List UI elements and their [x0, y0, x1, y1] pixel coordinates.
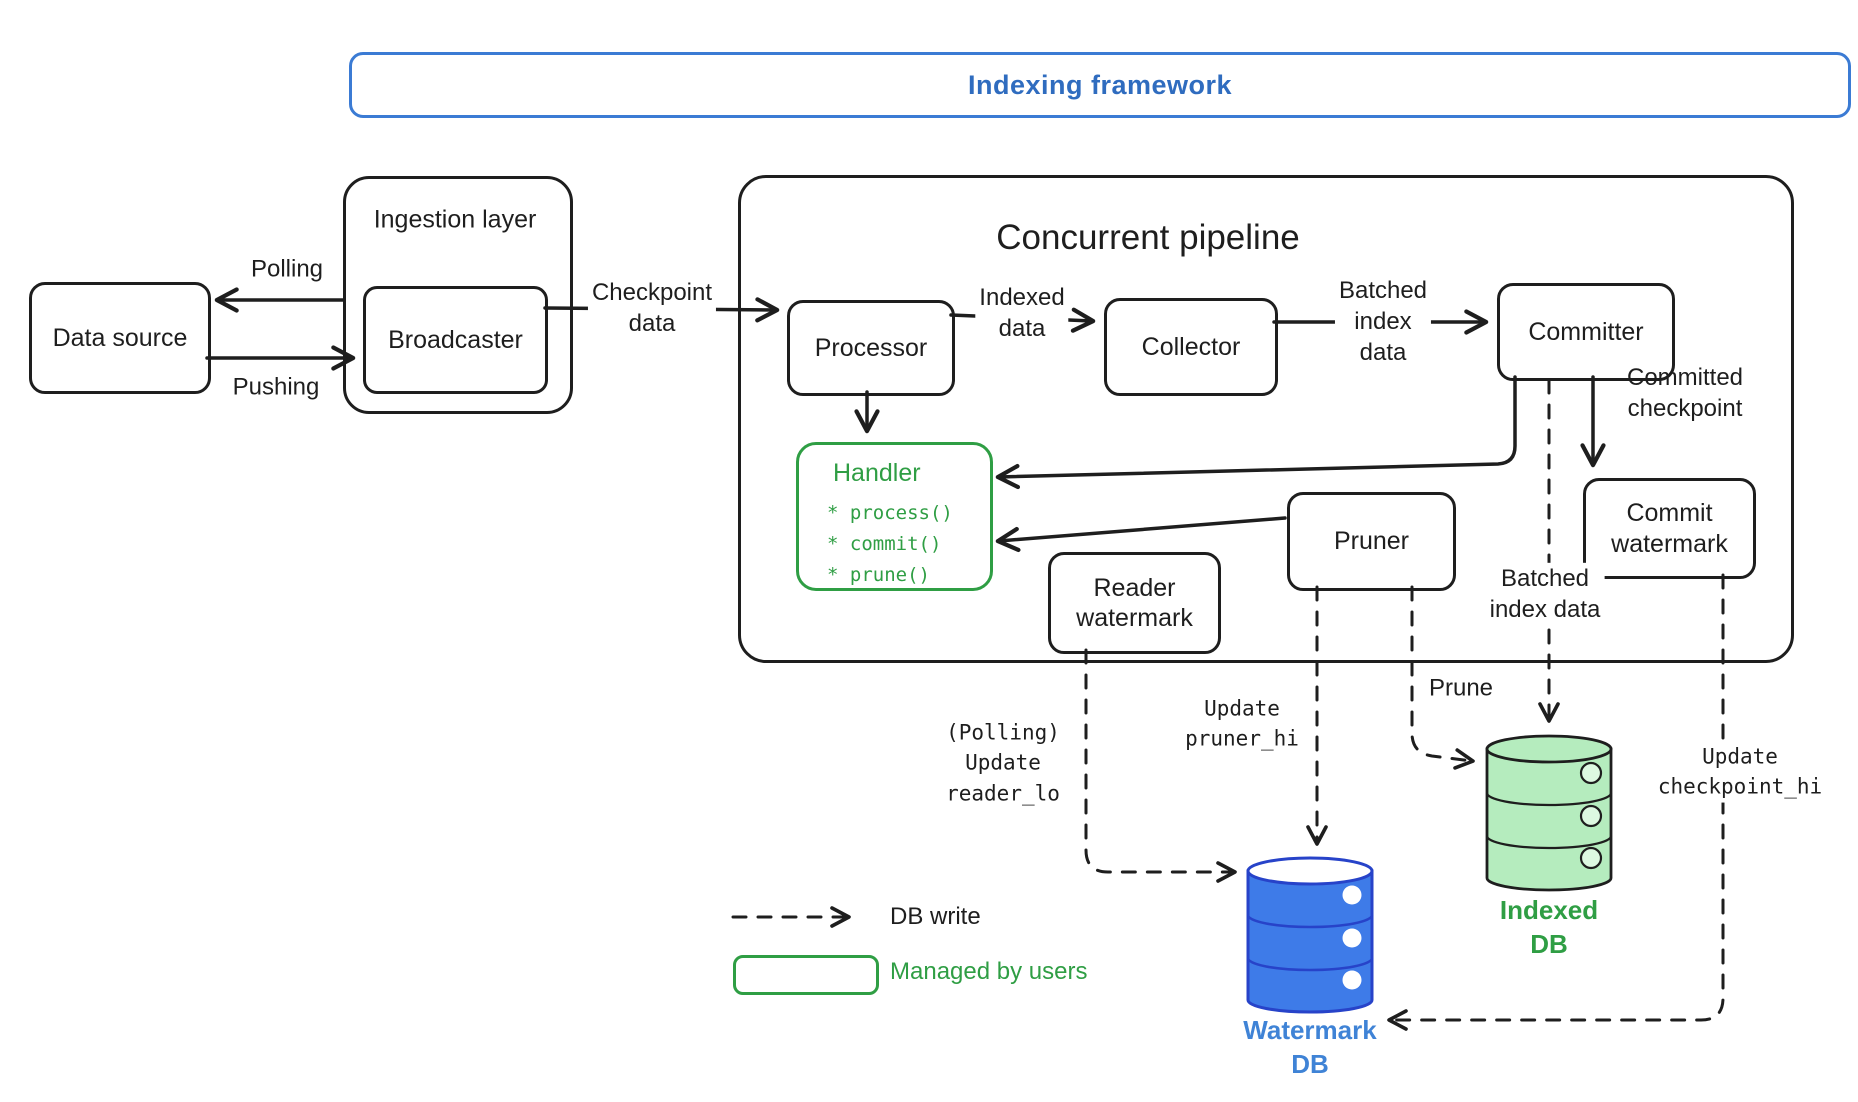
pushing-label: Pushing	[232, 373, 320, 401]
committed-checkpoint-label: Committed checkpoint	[1626, 363, 1744, 422]
batched-index-data-top-label: Batched index data	[1334, 275, 1432, 369]
handler-title: Handler	[833, 459, 921, 487]
broadcaster-node: Broadcaster	[363, 286, 548, 394]
indexed-db-icon	[1485, 734, 1613, 892]
watermark-db-label: Watermark DB	[1243, 1015, 1377, 1079]
indexing-framework-title: Indexing framework	[967, 69, 1233, 100]
processor-node: Processor	[787, 300, 955, 396]
handler-node: Handler * process() * commit() * prune()	[796, 442, 993, 591]
handler-methods: * process() * commit() * prune()	[827, 502, 953, 586]
committer-node: Committer	[1497, 283, 1675, 381]
indexed-db-label: Indexed DB	[1499, 895, 1599, 959]
data-source-node: Data source	[29, 282, 211, 394]
update-reader-lo-label: (Polling) Update reader_lo	[946, 720, 1060, 806]
polling-label: Polling	[250, 255, 324, 283]
commit-watermark-node: Commit watermark	[1583, 478, 1756, 579]
checkpoint-data-label: Checkpoint data	[587, 276, 717, 340]
watermark-db-icon	[1246, 856, 1374, 1014]
prune-label: Prune	[1428, 674, 1494, 702]
legend-managed-label: Managed by users	[890, 958, 1088, 985]
indexed-data-label: Indexed data	[975, 281, 1069, 345]
ingestion-layer-title: Ingestion layer	[373, 205, 537, 234]
update-pruner-hi-label: Update pruner_hi	[1185, 696, 1299, 751]
collector-node: Collector	[1104, 298, 1278, 396]
concurrent-pipeline-title: Concurrent pipeline	[996, 218, 1300, 257]
update-checkpoint-hi-label: Update checkpoint_hi	[1653, 741, 1827, 803]
reader-watermark-node: Reader watermark	[1048, 552, 1221, 654]
legend-db-write-label: DB write	[890, 903, 981, 930]
update-reader-lo-arrow	[1084, 648, 1237, 883]
legend-managed-swatch	[733, 955, 879, 995]
pruner-node: Pruner	[1287, 492, 1456, 591]
indexing-framework-frame: Indexing framework	[349, 52, 1851, 118]
batched-index-data-bottom-label: Batched index data	[1485, 562, 1605, 626]
